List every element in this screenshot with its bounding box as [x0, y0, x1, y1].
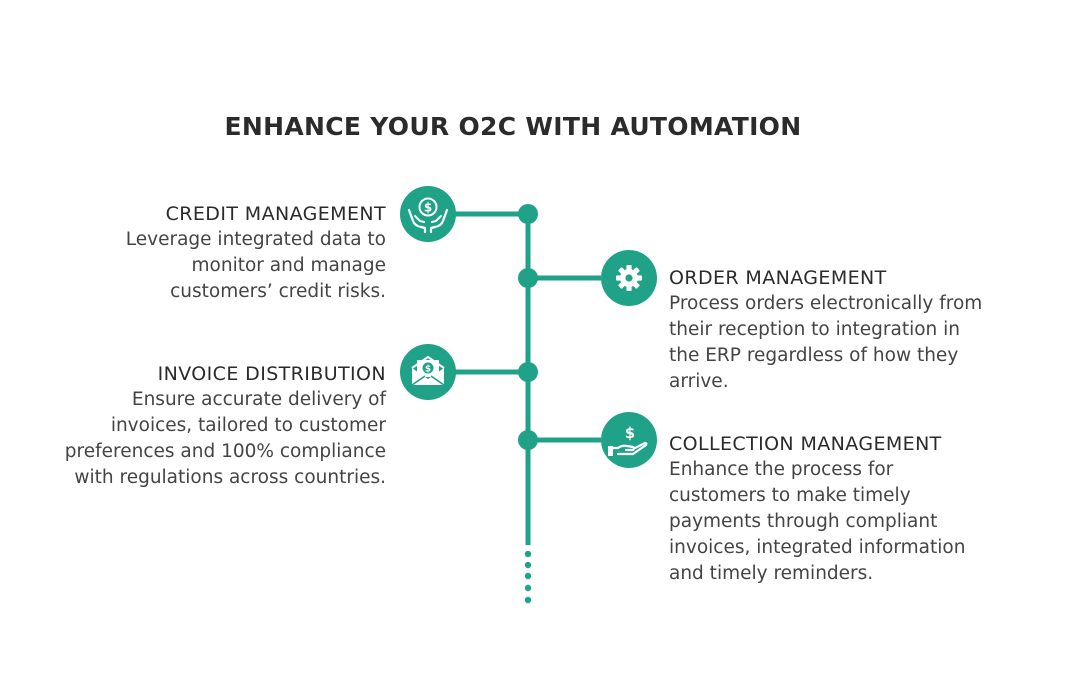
description-line: their reception to integration in: [669, 319, 961, 340]
timeline-dot: [524, 584, 532, 592]
envelope-dollar-icon: $: [400, 344, 456, 400]
description-line: customers’ credit risks.: [170, 281, 386, 302]
description-line: preferences and 100% compliance: [64, 441, 386, 462]
timeline-dot: [524, 596, 532, 604]
description-line: payments through compliant: [669, 511, 938, 532]
description-line: arrive.: [669, 371, 729, 392]
step-heading: ORDER MANAGEMENT: [669, 267, 887, 289]
step-heading: COLLECTION MANAGEMENT: [669, 433, 942, 455]
description-line: monitor and manage: [191, 255, 387, 276]
description-line: with regulations across countries.: [74, 467, 386, 488]
step-description: Leverage integrated data to monitor and …: [126, 227, 386, 305]
description-line: and timely reminders.: [669, 563, 874, 584]
diagram-title: ENHANCE YOUR O2C WITH AUTOMATION: [224, 112, 802, 141]
timeline-node-collection: [518, 430, 538, 450]
description-line: invoices, integrated information: [669, 537, 966, 558]
step-credit-management: CREDIT MANAGEMENT Leverage integrated da…: [126, 201, 386, 305]
timeline-node-invoice: [518, 362, 538, 382]
timeline-dot: [524, 561, 532, 569]
step-heading: INVOICE DISTRIBUTION: [157, 363, 386, 385]
step-order-management: ORDER MANAGEMENT Process orders electron…: [669, 265, 982, 395]
step-description: Enhance the process for customers to mak…: [669, 457, 965, 587]
step-heading: CREDIT MANAGEMENT: [165, 203, 386, 225]
gear-icon: [601, 250, 657, 306]
svg-text:$: $: [425, 365, 431, 375]
timeline-node-credit: [518, 204, 538, 224]
timeline-dot: [524, 572, 532, 580]
timeline-node-order: [518, 268, 538, 288]
svg-text:$: $: [424, 201, 432, 215]
description-line: Process orders electronically from: [669, 293, 983, 314]
description-line: the ERP regardless of how they: [669, 345, 959, 366]
timeline-dot: [524, 550, 532, 558]
svg-text:$: $: [625, 424, 635, 442]
description-line: Leverage integrated data to: [125, 229, 386, 250]
description-line: Ensure accurate delivery of: [131, 389, 386, 410]
description-line: invoices, tailored to customer: [110, 415, 386, 436]
step-collection-management: COLLECTION MANAGEMENT Enhance the proces…: [669, 431, 965, 587]
step-description: Ensure accurate delivery of invoices, ta…: [65, 387, 386, 491]
description-line: Enhance the process for: [669, 459, 894, 480]
step-invoice-distribution: INVOICE DISTRIBUTION Ensure accurate del…: [65, 361, 386, 491]
hand-dollar-icon: $: [601, 412, 657, 468]
description-line: customers to make timely: [669, 485, 911, 506]
hands-holding-dollar-icon: $: [400, 186, 456, 242]
step-description: Process orders electronically from their…: [669, 291, 982, 395]
